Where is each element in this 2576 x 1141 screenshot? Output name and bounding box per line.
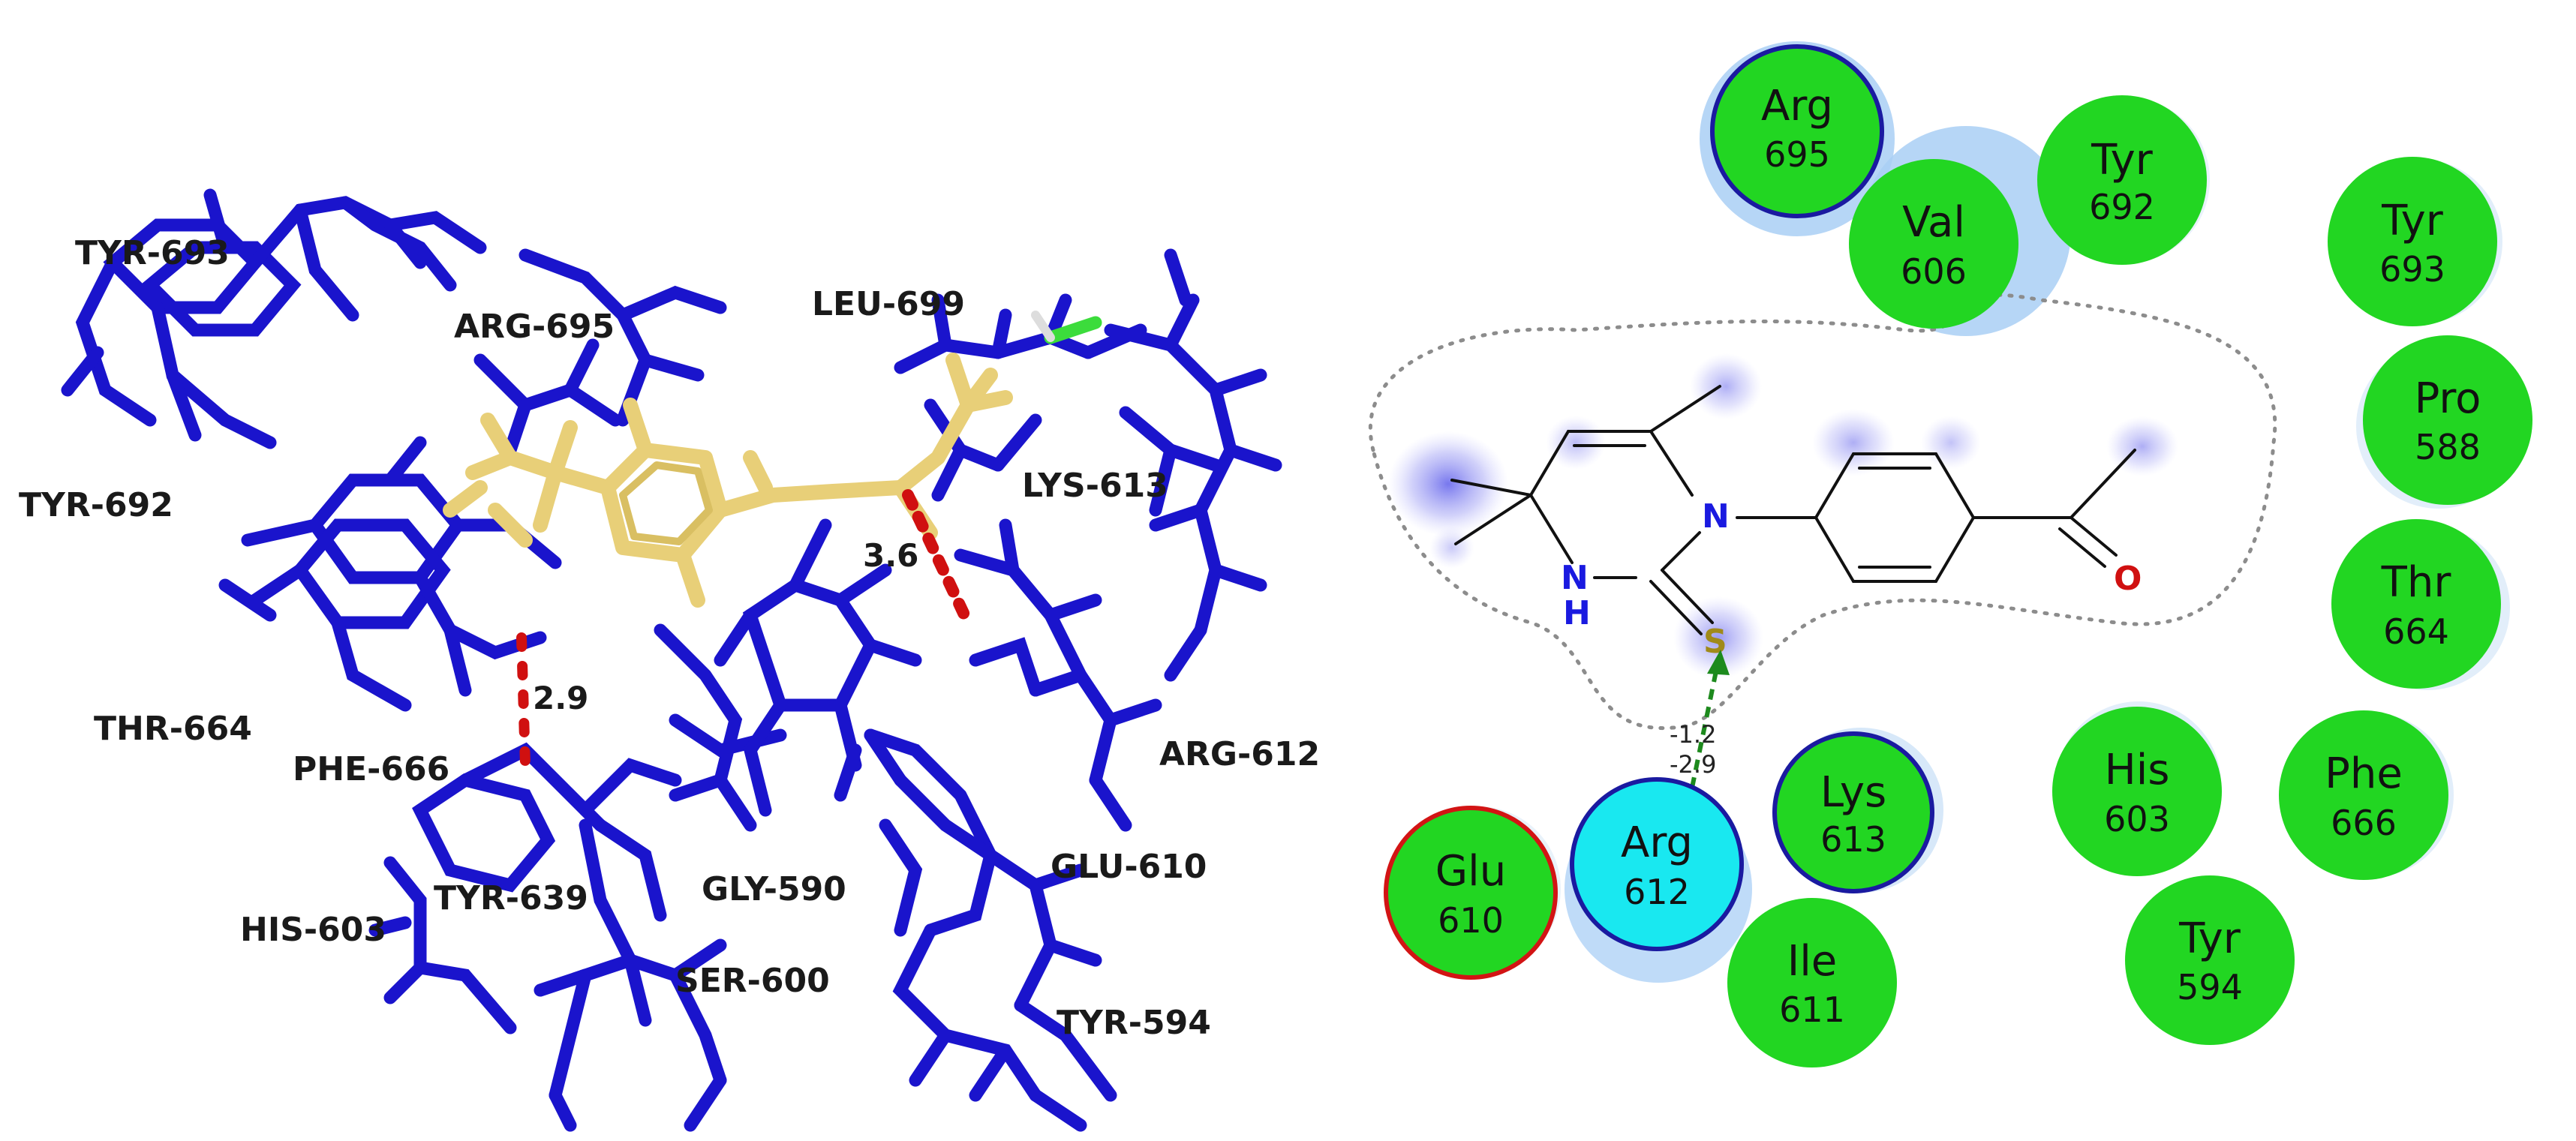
distance-3-6: 3.6 (863, 537, 918, 574)
label-phe-666: PHE-666 (293, 750, 449, 788)
residue-disc-tyr-692: Tyr 692 (2037, 95, 2207, 265)
residue-number: 613 (1820, 819, 1886, 860)
residue-disc-tyr-693: Tyr 693 (2328, 157, 2497, 326)
residue-disc-pro-588: Pro 588 (2363, 335, 2532, 505)
blob-sulfur (1673, 596, 1763, 679)
label-tyr-639: TYR-639 (434, 879, 588, 917)
residue-name: Tyr (2178, 914, 2241, 963)
residue-number: 588 (2415, 427, 2481, 467)
ligand-proximity-contour (1368, 293, 2277, 731)
residue-number: 693 (2379, 249, 2445, 290)
label-arg-612: ARG-612 (1159, 735, 1320, 773)
residue-number: 594 (2177, 967, 2243, 1007)
residue-name: Tyr (2381, 197, 2444, 245)
residue-number: 692 (2089, 187, 2155, 227)
residue-disc-tyr-594: Tyr 594 (2125, 875, 2295, 1045)
residue-number: 610 (1438, 900, 1504, 941)
atom-n-amine: N (1561, 559, 1589, 597)
residue-name: Ile (1787, 937, 1838, 986)
label-tyr-594: TYR-594 (1057, 1004, 1211, 1042)
residue-name: His (2105, 746, 2170, 794)
label-glu-610: GLU-610 (1051, 848, 1207, 886)
hbond-dash-2.9 (516, 632, 531, 770)
label-lys-613: LYS-613 (1022, 467, 1168, 505)
protein-sticks (61, 188, 1282, 1132)
residue-disc-val-606: Val 606 (1849, 159, 2018, 329)
residue-number: 666 (2331, 803, 2397, 843)
residue-number: 611 (1779, 989, 1845, 1030)
blob-phenyl-right (1921, 416, 1981, 470)
blob-methyl-top (1690, 353, 1762, 419)
label-his-603: HIS-603 (240, 911, 386, 949)
label-tyr-692: TYR-692 (19, 486, 173, 524)
residue-name: Val (1902, 198, 1965, 247)
label-tyr-693: TYR-693 (75, 234, 230, 272)
residue-number: 612 (1624, 872, 1690, 912)
residue-name: Phe (2325, 749, 2403, 798)
residue-number: 606 (1901, 251, 1967, 292)
hbond-dash-3.6 (902, 489, 974, 629)
label-thr-664: THR-664 (94, 710, 252, 748)
distance-2-9: 2.9 (533, 680, 588, 716)
leu-699-white-bond (1031, 311, 1055, 342)
ligand-2d-skeleton (1450, 385, 2136, 635)
residue-name: Arg (1761, 82, 1833, 131)
residue-name: Thr (2381, 558, 2452, 607)
residue-name: Lys (1820, 768, 1886, 817)
atom-h-amine: H (1563, 594, 1591, 632)
atom-n-ring: N (1702, 497, 1730, 536)
residue-disc-lys-613: Lys 613 (1772, 731, 1934, 893)
label-arg-695: ARG-695 (454, 308, 615, 346)
hbond-arrowhead-icon (1707, 650, 1730, 675)
residue-disc-ile-611: Ile 611 (1727, 898, 1897, 1067)
leu-699-green-bond (1044, 316, 1102, 344)
residue-number: 695 (1764, 134, 1830, 175)
atom-s-thione: S (1703, 623, 1727, 661)
residue-disc-phe-666: Phe 666 (2279, 710, 2448, 880)
residue-name: Tyr (2091, 136, 2154, 185)
residue-labels-3d: TYR-693 ARG-695 LEU-699 TYR-692 LYS-613 … (19, 234, 1320, 1042)
blob-methyl-left (1388, 431, 1508, 536)
blob-phenyl-left (1812, 409, 1895, 476)
label-leu-699: LEU-699 (812, 285, 965, 323)
residue-name: Arg (1621, 818, 1693, 867)
blob-ring-left-bottom (1429, 527, 1474, 569)
blob-ring-left-top (1546, 416, 1606, 470)
residue-disc-his-603: His 603 (2052, 707, 2222, 876)
residue-name: Glu (1435, 847, 1506, 896)
atom-o-carbonyl: O (2114, 560, 2142, 598)
residue-disc-thr-664: Thr 664 (2331, 519, 2501, 689)
hbond-value-1: -1.2 (1670, 720, 1716, 749)
panel-3d-view: TYR-693 ARG-695 LEU-699 TYR-692 LYS-613 … (19, 188, 1320, 1132)
label-gly-590: GLY-590 (702, 870, 846, 908)
hbond-arg612-sulfur (1690, 659, 1721, 788)
residue-disc-arg-695: Arg 695 (1710, 44, 1884, 218)
residue-number: 603 (2104, 799, 2170, 839)
residue-disc-arg-612: Arg 612 (1570, 777, 1744, 951)
panel-2d-interaction-map: N N H S O -1.2 -2.9 Arg 695 Val 606 Tyr … (1368, 41, 2532, 1067)
label-ser-600: SER-600 (675, 962, 830, 1000)
residue-name: Pro (2415, 374, 2481, 423)
residue-disc-glu-610: Glu 610 (1384, 806, 1558, 980)
residue-number: 664 (2383, 611, 2449, 652)
hbond-value-2: -2.9 (1670, 750, 1716, 779)
